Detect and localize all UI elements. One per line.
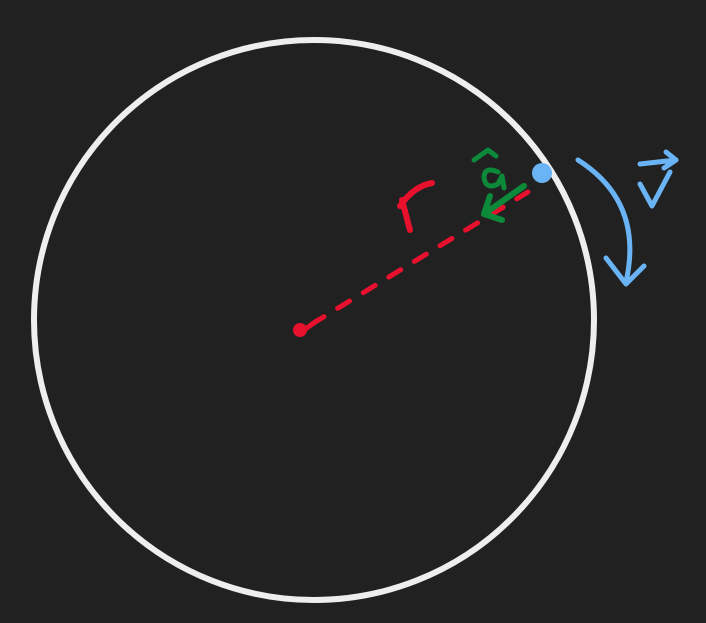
center-point xyxy=(293,323,307,337)
orbit-circle xyxy=(31,37,597,603)
velocity-label: v xyxy=(637,149,679,209)
acceleration-vector xyxy=(481,183,527,223)
acceleration-label: a xyxy=(471,147,507,191)
particle xyxy=(532,163,552,183)
radius-label: r xyxy=(397,180,435,233)
velocity-arrow xyxy=(575,157,647,287)
radius-line xyxy=(309,189,531,327)
